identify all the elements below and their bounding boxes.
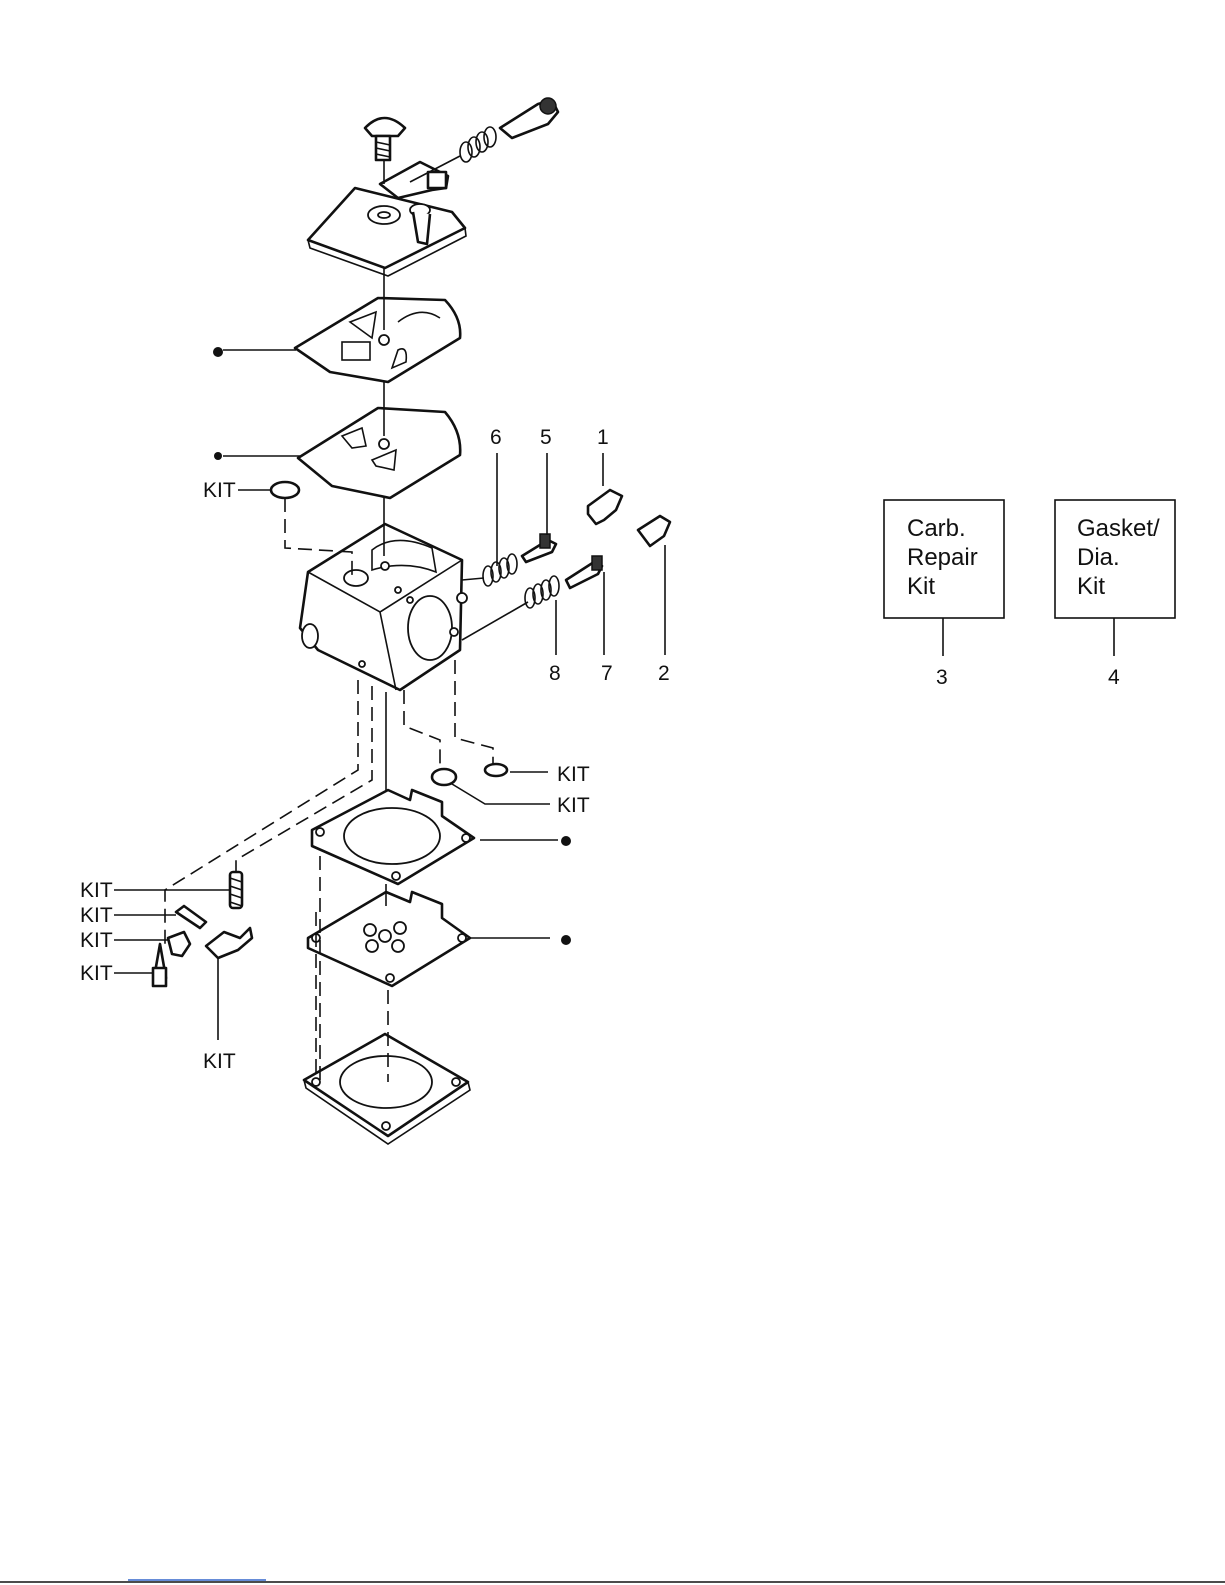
callout-5: 5 — [540, 426, 552, 449]
svg-text:Carb.: Carb. — [907, 515, 966, 542]
pump-cover — [308, 188, 466, 276]
limiter-cap-1 — [588, 490, 622, 524]
spring-8 — [525, 576, 559, 608]
kit-label: KIT — [80, 962, 113, 985]
marker-dot — [213, 347, 223, 357]
gasket-dia-kit-box: Gasket/ Dia. Kit — [1055, 500, 1175, 618]
metering-cover — [304, 1034, 470, 1144]
svg-text:Gasket/: Gasket/ — [1077, 515, 1160, 542]
kit-label: KIT — [203, 479, 236, 502]
spring-6 — [483, 554, 517, 586]
check-valve-screen — [432, 769, 456, 785]
svg-text:Kit: Kit — [1077, 573, 1105, 600]
lever-screw — [168, 932, 190, 956]
callout-4: 4 — [1108, 666, 1120, 689]
carb-repair-kit-box: Carb. Repair Kit — [884, 500, 1004, 618]
pump-gasket — [295, 298, 460, 382]
inlet-needle — [153, 944, 166, 986]
needle-7 — [566, 556, 602, 588]
kit-label: KIT — [557, 794, 590, 817]
fuel-screen — [485, 764, 507, 776]
metering-lever — [206, 928, 252, 958]
kit-label: KIT — [80, 904, 113, 927]
svg-text:Dia.: Dia. — [1077, 544, 1120, 571]
metering-gasket — [312, 790, 474, 884]
limiter-cap-2 — [638, 516, 670, 546]
metering-spring — [230, 872, 242, 908]
marker-dot — [214, 452, 222, 460]
kit-label: KIT — [557, 763, 590, 786]
marker-dot — [561, 836, 571, 846]
callout-3: 3 — [936, 666, 948, 689]
cover-screw — [365, 118, 405, 160]
kit-label: KIT — [203, 1050, 236, 1073]
lever-pin — [176, 906, 206, 928]
callout-6: 6 — [490, 426, 502, 449]
svg-text:Repair: Repair — [907, 544, 978, 571]
metering-diaphragm — [308, 892, 470, 986]
svg-text:Kit: Kit — [907, 573, 935, 600]
inlet-screen — [271, 482, 299, 498]
marker-dot — [561, 935, 571, 945]
kit-label: KIT — [80, 929, 113, 952]
callout-8: 8 — [549, 662, 561, 685]
callout-2: 2 — [658, 662, 670, 685]
callout-7: 7 — [601, 662, 613, 685]
callout-1: 1 — [597, 426, 609, 449]
needle-5 — [522, 534, 556, 562]
pump-diaphragm — [298, 408, 460, 498]
kit-label: KIT — [80, 879, 113, 902]
